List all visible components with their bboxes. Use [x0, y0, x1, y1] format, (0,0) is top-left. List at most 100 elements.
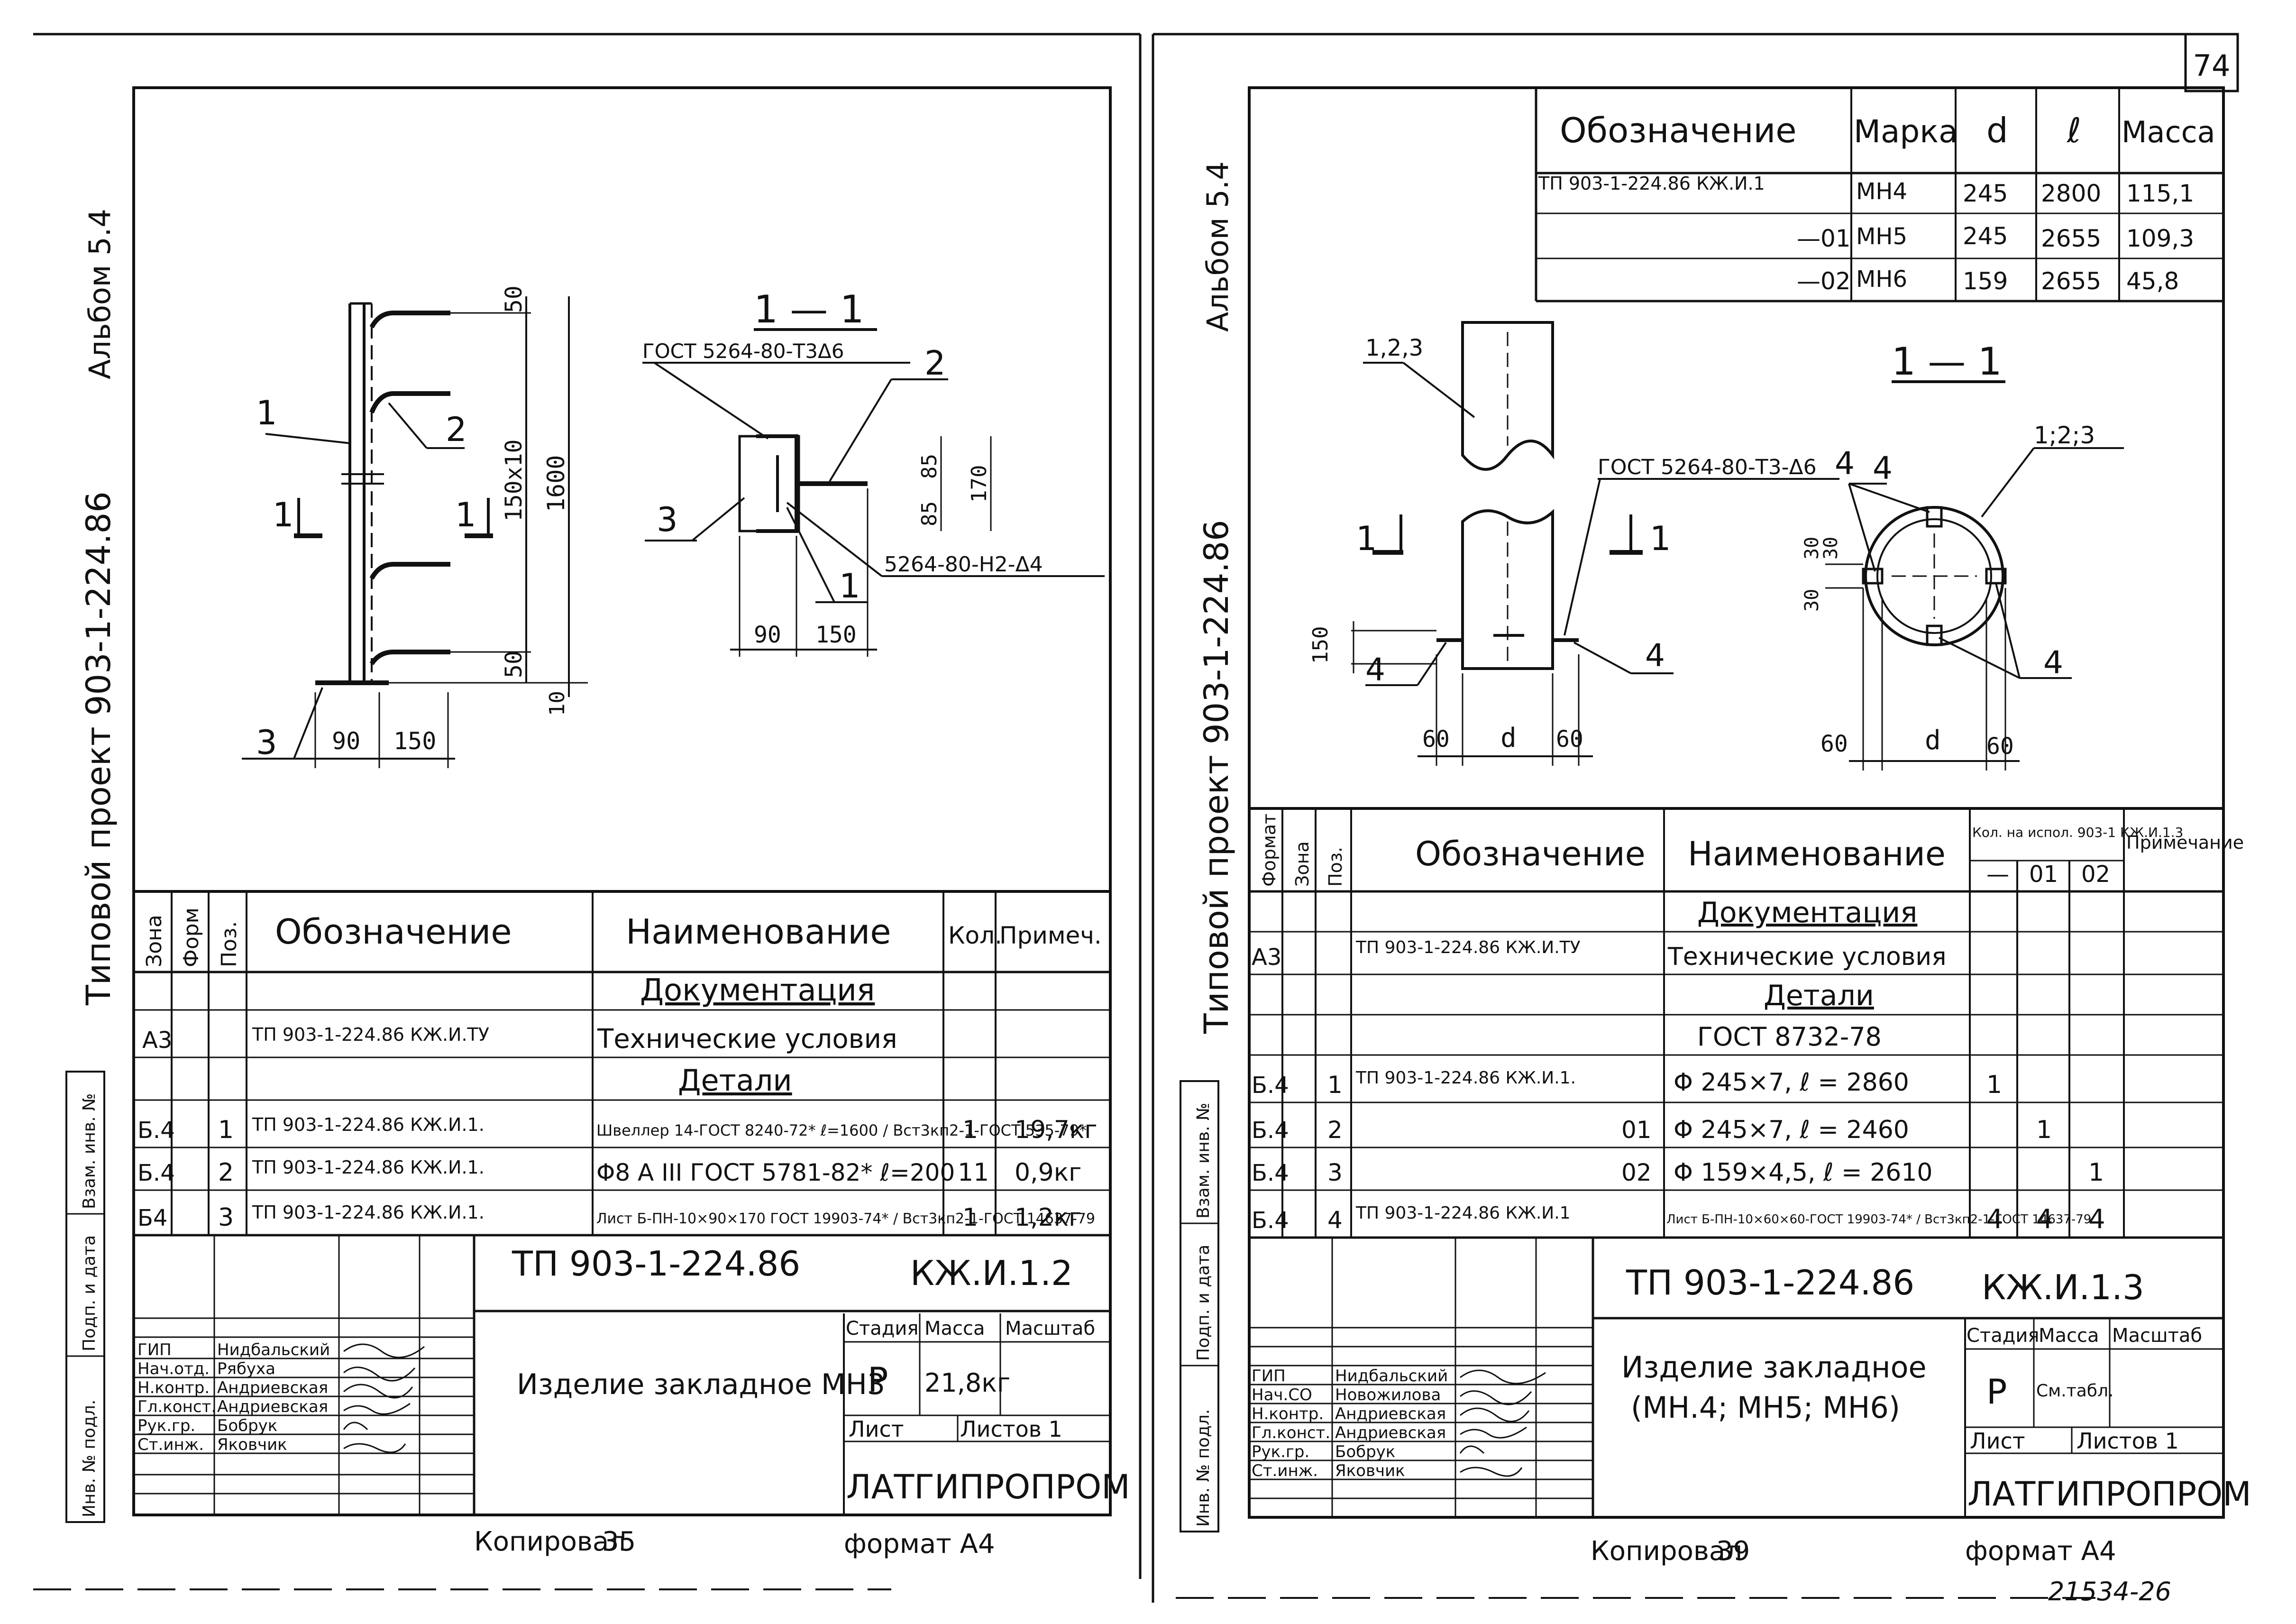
spec-r1-name: Швеллер 14-ГОСТ 8240-72* ℓ=1600 / Вст3кп… — [596, 1121, 1087, 1139]
right-dim-30a: 30 — [1801, 537, 1823, 560]
left-tb-role-3: Гл.конст. — [137, 1397, 216, 1416]
left-tb-name-5: Яковчик — [217, 1435, 287, 1454]
left-tb-role-5: Ст.инж. — [137, 1435, 204, 1454]
left-tb-role-2: Н.контр. — [137, 1378, 210, 1397]
right-tb-role-3: Гл.конст. — [1252, 1423, 1330, 1442]
right-tb-name-0: Нидбальский — [1335, 1367, 1448, 1385]
rspec-r4-q0: 4 — [1986, 1204, 2003, 1235]
mt-r2-d: 159 — [1963, 267, 2008, 295]
left-tb-name-2: Андриевская — [217, 1378, 328, 1397]
mt-r2-designation: —02 — [1797, 267, 1851, 295]
rspec-r4-q2: 4 — [2088, 1204, 2105, 1235]
rspec-section-details: Детали — [1764, 979, 1874, 1012]
left-tb-name-3: Андриевская — [217, 1397, 328, 1416]
mt-r0-d: 245 — [1963, 180, 2008, 207]
left-tb-code: ТП 903-1-224.86 — [512, 1244, 800, 1284]
spec-r3-format: Б4 — [137, 1205, 167, 1231]
mt-h-l: ℓ — [2066, 110, 2081, 150]
rspec-r4-q1: 4 — [2036, 1204, 2053, 1235]
left-tb-scale-label: Масштаб — [1005, 1318, 1095, 1340]
mt-r0-mark: МН4 — [1856, 178, 1907, 205]
rspec-r4-name: Лист Б-ПН-10×60×60-ГОСТ 19903-74* / Вст3… — [1666, 1212, 2091, 1227]
right-dim-30c: 30 — [1801, 589, 1823, 612]
left-footer-copied: Копировал — [474, 1526, 626, 1557]
mt-r1-mark: МН5 — [1856, 223, 1907, 250]
left-tb-name-4: Бобрук — [217, 1416, 277, 1435]
right-tb-sheet-code: КЖ.И.1.3 — [1982, 1267, 2144, 1307]
left-stamp-replace: Взам. инв. № — [80, 1093, 99, 1209]
right-tb-stage: Р — [1986, 1372, 2007, 1412]
right-stamp-replace: Взам. инв. № — [1194, 1103, 1213, 1219]
spec-h-format: Форм — [179, 908, 203, 967]
spec-r0-format: А3 — [142, 1027, 172, 1054]
right-pdim-60a: 60 — [1820, 731, 1848, 757]
mt-r0-designation: ТП 903-1-224.86 КЖ.И.1 — [1538, 173, 1765, 194]
rspec-r3-q2: 1 — [2088, 1158, 2104, 1187]
spec-r2-format: Б.4 — [137, 1160, 175, 1186]
rspec-h-qty-0: — — [1986, 861, 2009, 888]
left-tb-role-1: Нач.отд. — [137, 1359, 210, 1378]
left-tb-name-0: Нидбальский — [217, 1340, 330, 1359]
right-spec-table: Формат Зона Поз. Обозначение Наименовани… — [1249, 807, 2244, 1239]
right-tb-name-5: Яковчик — [1335, 1461, 1405, 1480]
spec-r1-qty: 1 — [962, 1116, 978, 1144]
left-elevation-drawing: 1 1 1 2 3 50 150x10 1600 50 10 — [242, 285, 588, 768]
right-callout-4c: 4 — [1645, 637, 1665, 674]
rspec-r0-format: А3 — [1252, 944, 1281, 971]
dim-1600: 1600 — [542, 455, 570, 512]
left-tb-role-4: Рук.гр. — [137, 1416, 195, 1435]
spec-r1-note: 19,7кг — [1015, 1116, 1098, 1144]
page-number-box: 74 — [2184, 33, 2239, 92]
section-mark-left-a: 1 — [273, 495, 294, 534]
mt-r2-mass: 45,8 — [2126, 267, 2179, 295]
spec-section-doc: Документация — [640, 973, 875, 1008]
rspec-h-name: Наименование — [1688, 835, 1946, 873]
right-tb-name-4: Бобрук — [1335, 1442, 1395, 1461]
right-dim-d: d — [1500, 723, 1517, 753]
dim-50-bot: 50 — [501, 651, 527, 678]
right-label-123: 1,2,3 — [1365, 335, 1423, 361]
mt-r1-d: 245 — [1963, 222, 2008, 250]
right-elevation-drawing: 1,2,3 1 1 ГОСТ 5264-80-Т3-Δ6 4 — [1308, 321, 1855, 766]
rspec-r4-designation: ТП 903-1-224.86 КЖ.И.1 — [1355, 1203, 1571, 1223]
spec-r3-designation: ТП 903-1-224.86 КЖ.И.1. — [252, 1202, 485, 1223]
left-tb-stage-label: Стадия — [846, 1318, 918, 1340]
right-sheet: Альбом 5.4 Типовой проект 903-1-224.86 О… — [1180, 86, 2251, 1606]
callout-1: 1 — [256, 394, 277, 432]
left-tb-stage: Р — [868, 1360, 888, 1400]
rspec-r1-pos: 1 — [1327, 1071, 1343, 1099]
rspec-r0-designation: ТП 903-1-224.86 КЖ.И.ТУ — [1355, 938, 1581, 957]
dim-170: 170 — [967, 465, 991, 503]
right-sec-callout-4-bot: 4 — [2043, 644, 2063, 681]
left-tb-mass: 21,8кг — [924, 1368, 1010, 1398]
right-project-label: Типовой проект 903-1-224.86 — [1197, 520, 1236, 1034]
right-tb-code: ТП 903-1-224.86 — [1626, 1263, 1914, 1303]
right-tb-role-2: Н.контр. — [1252, 1404, 1324, 1423]
rspec-r1-format: Б.4 — [1252, 1072, 1289, 1099]
rspec-r3-format: Б.4 — [1252, 1160, 1289, 1186]
right-tb-role-1: Нач.СО — [1252, 1385, 1312, 1404]
dim-s150: 150 — [815, 622, 857, 648]
rspec-h-designation: Обозначение — [1415, 835, 1646, 873]
right-callout-4a: 4 — [1835, 445, 1855, 482]
mt-h-mass: Масса — [2122, 115, 2215, 149]
spec-r2-name: Φ8 А III ГОСТ 5781-82* ℓ=200 — [596, 1159, 955, 1186]
spec-r0-name: Технические условия — [597, 1024, 897, 1055]
spec-r1-designation: ТП 903-1-224.86 КЖ.И.1. — [252, 1114, 485, 1135]
right-sec-mark-a: 1 — [1356, 519, 1377, 558]
spec-h-qty: Кол. — [948, 922, 1002, 949]
right-callout-4b: 4 — [1365, 651, 1385, 688]
right-dim-60a: 60 — [1422, 726, 1450, 752]
rspec-h-note: Примечание — [2126, 832, 2244, 853]
rspec-r0-name: Технические условия — [1667, 943, 1947, 971]
rspec-gost: ГОСТ 8732-78 — [1697, 1022, 1882, 1052]
section-mark-left-b: 1 — [455, 495, 476, 534]
right-title-block: ТП 903-1-224.86 КЖ.И.1.3 Стадия Масса Ма… — [1249, 1238, 2251, 1517]
right-dim-60b: 60 — [1556, 726, 1583, 752]
dim-85b: 85 — [917, 501, 942, 526]
right-footer-copied: Копировал — [1591, 1536, 1742, 1567]
rspec-r4-pos: 4 — [1327, 1206, 1343, 1234]
right-tb-role-5: Ст.инж. — [1252, 1461, 1318, 1480]
spec-h-designation: Обозначение — [275, 912, 512, 952]
rspec-r2-pos: 2 — [1327, 1116, 1343, 1144]
